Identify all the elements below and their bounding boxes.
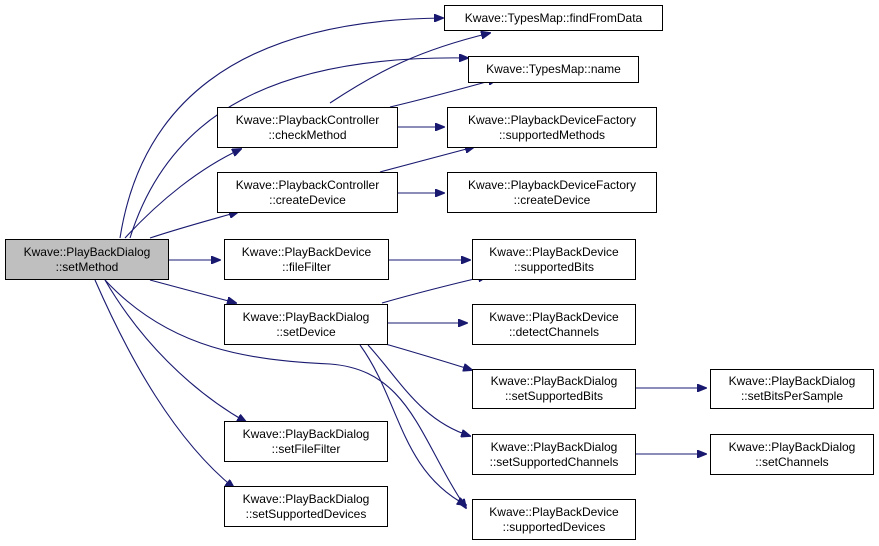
edge-setmethod-typesname <box>129 58 468 239</box>
node-checkmethod-line2: ::checkMethod <box>268 127 347 142</box>
node-setsupporteddevices[interactable]: Kwave::PlayBackDialog ::setSupportedDevi… <box>224 486 388 527</box>
edge-setmethod-setfilefilter <box>104 279 246 422</box>
node-findfromdata-line1: Kwave::TypesMap::findFromData <box>464 10 643 25</box>
node-setbitspersample-line1: Kwave::PlayBackDialog <box>728 374 856 388</box>
node-setmethod: Kwave::PlayBackDialog ::setMethod <box>5 239 169 280</box>
node-checkmethod-line1: Kwave::PlaybackController <box>235 112 380 127</box>
edge-setmethod-checkmethod <box>124 149 241 239</box>
node-typesname-line1: Kwave::TypesMap::name <box>486 62 621 76</box>
node-supportedmethods-line1: Kwave::PlaybackDeviceFactory <box>467 112 637 127</box>
edge-setdevice-supportedbits <box>381 276 487 304</box>
node-supportedbits[interactable]: Kwave::PlayBackDevice ::supportedBits <box>472 239 636 280</box>
node-setsupporteddevices-line1: Kwave::PlayBackDialog <box>242 491 370 506</box>
node-setsupportedchannels-line1: Kwave::PlayBackDialog <box>490 439 618 454</box>
node-checkmethod[interactable]: Kwave::PlaybackController ::checkMethod <box>217 107 398 148</box>
node-supporteddevices-line1: Kwave::PlayBackDevice <box>489 504 619 519</box>
node-setsupportedbits-line1: Kwave::PlayBackDialog <box>490 374 618 388</box>
node-detectchannels-line2: ::detectChannels <box>508 324 600 339</box>
node-setsupportedchannels[interactable]: Kwave::PlayBackDialog ::setSupportedChan… <box>472 434 636 475</box>
node-supportedmethods[interactable]: Kwave::PlaybackDeviceFactory ::supported… <box>447 107 657 148</box>
node-filefilter-line1: Kwave::PlayBackDevice <box>241 244 372 259</box>
node-supportedbits-line1: Kwave::PlayBackDevice <box>489 244 619 259</box>
edge-setmethod-supporteddevices <box>104 279 466 508</box>
node-createdevice[interactable]: Kwave::PlaybackController ::createDevice <box>217 172 398 213</box>
node-detectchannels-line1: Kwave::PlayBackDevice <box>489 309 619 324</box>
node-setfilefilter-line2: ::setFileFilter <box>271 441 341 456</box>
edge-setmethod-setsupporteddevices <box>94 279 234 488</box>
node-supportedbits-line2: ::supportedBits <box>513 259 595 274</box>
node-setfilefilter[interactable]: Kwave::PlayBackDialog ::setFileFilter <box>224 421 388 462</box>
node-setdevice-line2: ::setDevice <box>276 324 336 339</box>
node-factorycreatedevice[interactable]: Kwave::PlaybackDeviceFactory ::createDev… <box>447 172 657 213</box>
node-setsupportedbits-line2: ::setSupportedBits <box>504 389 604 403</box>
node-setsupportedchannels-line2: ::setSupportedChannels <box>489 454 619 469</box>
node-createdevice-line1: Kwave::PlaybackController <box>235 177 380 192</box>
edges <box>94 18 706 508</box>
node-factorycreatedevice-line1: Kwave::PlaybackDeviceFactory <box>467 177 637 192</box>
node-typesname[interactable]: Kwave::TypesMap::name <box>468 56 639 83</box>
node-factorycreatedevice-line2: ::createDevice <box>513 192 591 207</box>
node-filefilter[interactable]: Kwave::PlayBackDevice ::fileFilter <box>224 239 389 280</box>
node-setdevice-line1: Kwave::PlayBackDialog <box>242 309 370 324</box>
node-supportedmethods-line2: ::supportedMethods <box>498 127 606 142</box>
node-setsupportedbits[interactable]: Kwave::PlayBackDialog ::setSupportedBits <box>472 369 636 409</box>
node-detectchannels[interactable]: Kwave::PlayBackDevice ::detectChannels <box>472 304 636 345</box>
node-findfromdata[interactable]: Kwave::TypesMap::findFromData <box>444 5 663 31</box>
node-setbitspersample[interactable]: Kwave::PlayBackDialog ::setBitsPerSample <box>710 369 874 409</box>
node-supporteddevices[interactable]: Kwave::PlayBackDevice ::supportedDevices <box>472 499 636 540</box>
node-setdevice[interactable]: Kwave::PlayBackDialog ::setDevice <box>224 304 388 345</box>
node-setsupporteddevices-line2: ::setSupportedDevices <box>245 506 367 521</box>
edge-setmethod-createdevice <box>149 212 238 239</box>
edge-setmethod-setdevice <box>149 279 236 303</box>
node-setmethod-line2: ::setMethod <box>55 259 119 274</box>
edge-setdevice-setsupportedchannels <box>367 344 470 436</box>
node-supporteddevices-line2: ::supportedDevices <box>502 519 606 534</box>
node-setbitspersample-line2: ::setBitsPerSample <box>740 389 844 403</box>
edge-checkmethod-typesname <box>389 79 497 108</box>
node-setfilefilter-line1: Kwave::PlayBackDialog <box>242 426 370 441</box>
node-setchannels-line2: ::setChannels <box>755 454 829 469</box>
edge-setdevice-supporteddevices <box>359 344 466 505</box>
node-createdevice-line2: ::createDevice <box>269 192 346 207</box>
edge-setmethod-findfromdata <box>119 18 443 239</box>
edge-createdevice-supportedmethods <box>379 147 474 173</box>
node-filefilter-line2: ::fileFilter <box>282 259 331 274</box>
edge-checkmethod-findfromdata <box>329 33 490 104</box>
node-setchannels[interactable]: Kwave::PlayBackDialog ::setChannels <box>710 434 874 475</box>
node-setmethod-line1: Kwave::PlayBackDialog <box>23 244 151 259</box>
edge-setdevice-setsupportedbits <box>381 342 472 370</box>
node-setchannels-line1: Kwave::PlayBackDialog <box>728 439 856 454</box>
